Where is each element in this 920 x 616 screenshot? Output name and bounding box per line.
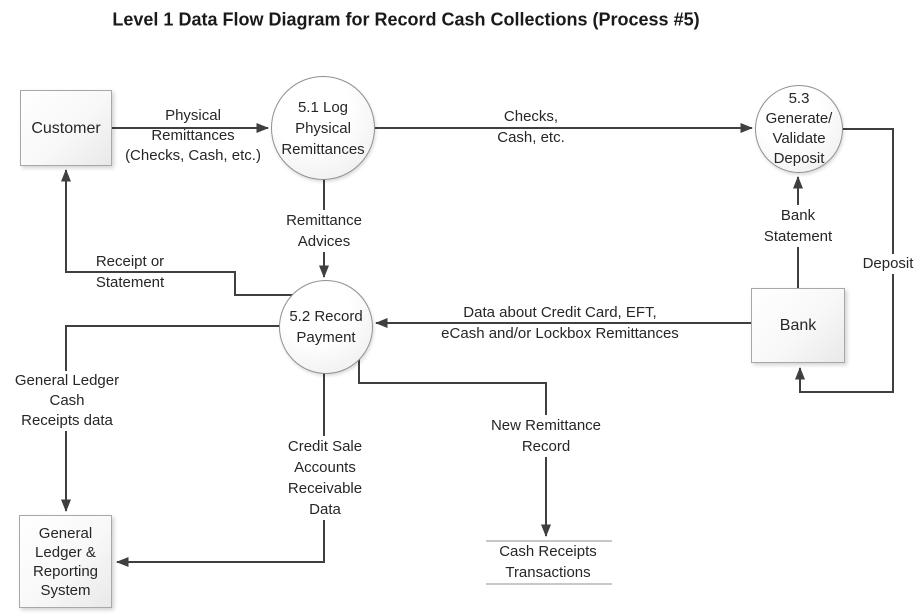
flow-label-deposit: Deposit — [859, 254, 917, 274]
diagram-title: Level 1 Data Flow Diagram for Record Cas… — [112, 9, 700, 30]
flow-label-credit-card-data: Data about Credit Card, EFT, eCash and/o… — [441, 304, 679, 342]
entity-general-ledger: General Ledger & Reporting System — [19, 515, 112, 608]
entity-general-ledger-label: General Ledger & Reporting System — [32, 524, 99, 599]
arrow-new-remittance-record — [358, 355, 551, 537]
process-5-2-label: 5.2 Record Payment — [289, 308, 363, 346]
process-5-3-generate-validate-deposit: 5.3 Generate/ Validate Deposit — [755, 85, 843, 173]
process-5-2-record-payment: 5.2 Record Payment — [279, 280, 373, 374]
datastore-cash-receipts-transactions-label: Cash Receipts Transactions — [499, 543, 597, 581]
flow-label-checks-cash: Checks, Cash, etc. — [497, 108, 565, 146]
process-5-3-label: 5.3 Generate/ Validate Deposit — [765, 90, 833, 167]
flow-label-credit-sale-ar-data: Credit Sale Accounts Receivable Data — [284, 436, 366, 520]
entity-customer: Customer — [20, 90, 112, 166]
flow-label-remittance-advices: Remittance Advices — [283, 210, 365, 252]
flow-label-bank-statement: Bank Statement — [760, 205, 836, 247]
flow-label-new-remittance-record: New Remittance Record — [487, 415, 605, 457]
entity-customer-label: Customer — [31, 119, 101, 137]
flow-label-receipt-or-statement: Receipt or Statement — [95, 253, 165, 291]
flow-label-physical-remittances: Physical Remittances (Checks, Cash, etc.… — [125, 107, 261, 164]
arrow-receipt-or-statement — [61, 169, 294, 296]
arrow-gl-cash-receipts-data — [61, 325, 284, 512]
process-5-1-label: 5.1 Log Physical Remittances — [281, 98, 365, 158]
arrow-credit-sale-ar-data — [116, 371, 325, 567]
arrow-deposit — [795, 128, 894, 393]
flow-label-gl-cash-receipts-data: General Ledger Cash Receipts data — [11, 371, 123, 431]
process-5-1-log-physical-remittances: 5.1 Log Physical Remittances — [271, 76, 375, 180]
entity-bank-label: Bank — [779, 317, 817, 334]
entity-bank: Bank — [751, 288, 845, 363]
